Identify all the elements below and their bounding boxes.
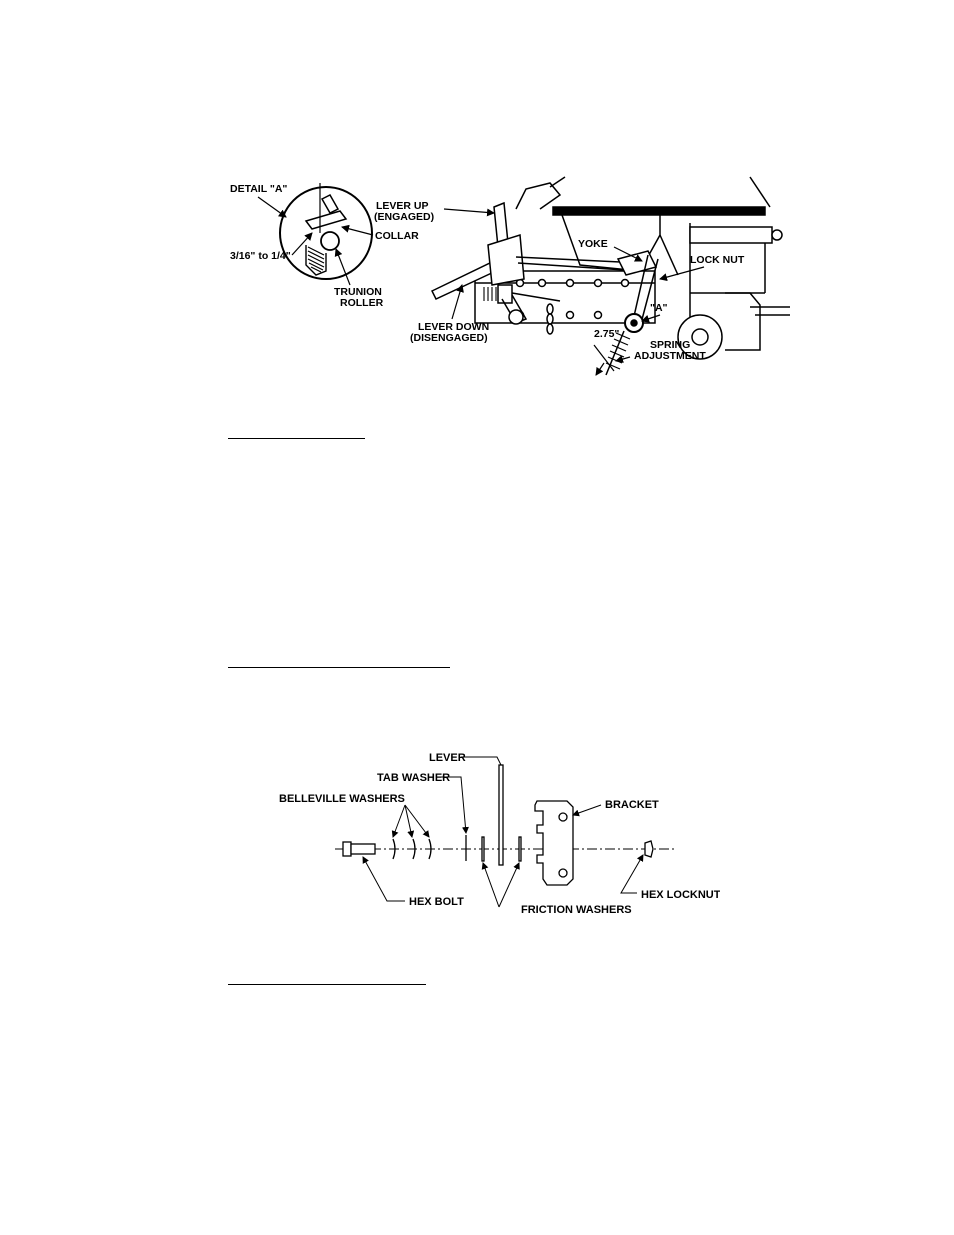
- lever-up-sub-label: (ENGAGED): [374, 211, 434, 223]
- lever-assembly-exploded-view: LEVER TAB WASHER BELLEVILLE WASHERS BRAC…: [279, 752, 720, 916]
- hex-bolt-label: HEX BOLT: [409, 896, 464, 908]
- bracket-label: BRACKET: [605, 799, 659, 811]
- friction-washer-1: [481, 836, 485, 862]
- gap-dimension-label: 3/16" to 1/4": [230, 250, 291, 262]
- spring-label: SPRING: [650, 339, 690, 351]
- yoke-label: YOKE: [578, 238, 608, 250]
- trunion-roller-shape: [320, 231, 340, 251]
- friction-washers-label: FRICTION WASHERS: [521, 904, 632, 916]
- a-mark-label: "A": [650, 302, 668, 314]
- trunion-label: TRUNION: [334, 286, 382, 298]
- detail-a-label: DETAIL "A": [230, 183, 287, 195]
- roller-label: ROLLER: [340, 297, 384, 309]
- lever-up-label: LEVER UP: [376, 200, 429, 212]
- lever-label: LEVER: [429, 752, 466, 764]
- friction-washer-2: [518, 836, 522, 862]
- section-heading-rule-2: [228, 667, 450, 668]
- hex-locknut-part: [644, 840, 654, 858]
- seeder-frame-drawing: [430, 176, 790, 376]
- belleville-washer-2: [412, 838, 416, 860]
- hex-locknut-label: HEX LOCKNUT: [641, 889, 720, 901]
- collar-label: COLLAR: [375, 230, 419, 242]
- detail-a-inset: [279, 183, 373, 280]
- section-heading-rule-1: [228, 438, 365, 439]
- tab-washer-label: TAB WASHER: [377, 772, 450, 784]
- section-heading-rule-3: [228, 984, 426, 985]
- adjustment-label: ADJUSTMENT: [634, 350, 706, 362]
- lever-down-sub-label: (DISENGAGED): [410, 332, 488, 344]
- bracket-part: [534, 800, 574, 886]
- belleville-washer-3: [428, 838, 432, 860]
- dimension-label: 2.75": [594, 328, 619, 340]
- lever-down-label: LEVER DOWN: [418, 321, 489, 333]
- belleville-washers-label: BELLEVILLE WASHERS: [279, 793, 405, 805]
- clutch-adjustment-diagram: DETAIL "A" COLLAR 3/16" to 1/4" TRUNION …: [230, 176, 790, 376]
- lock-nut-label: LOCK NUT: [690, 254, 745, 266]
- belleville-washer-1: [392, 838, 396, 860]
- lever-part: [498, 764, 504, 866]
- hex-bolt-part: [342, 841, 376, 857]
